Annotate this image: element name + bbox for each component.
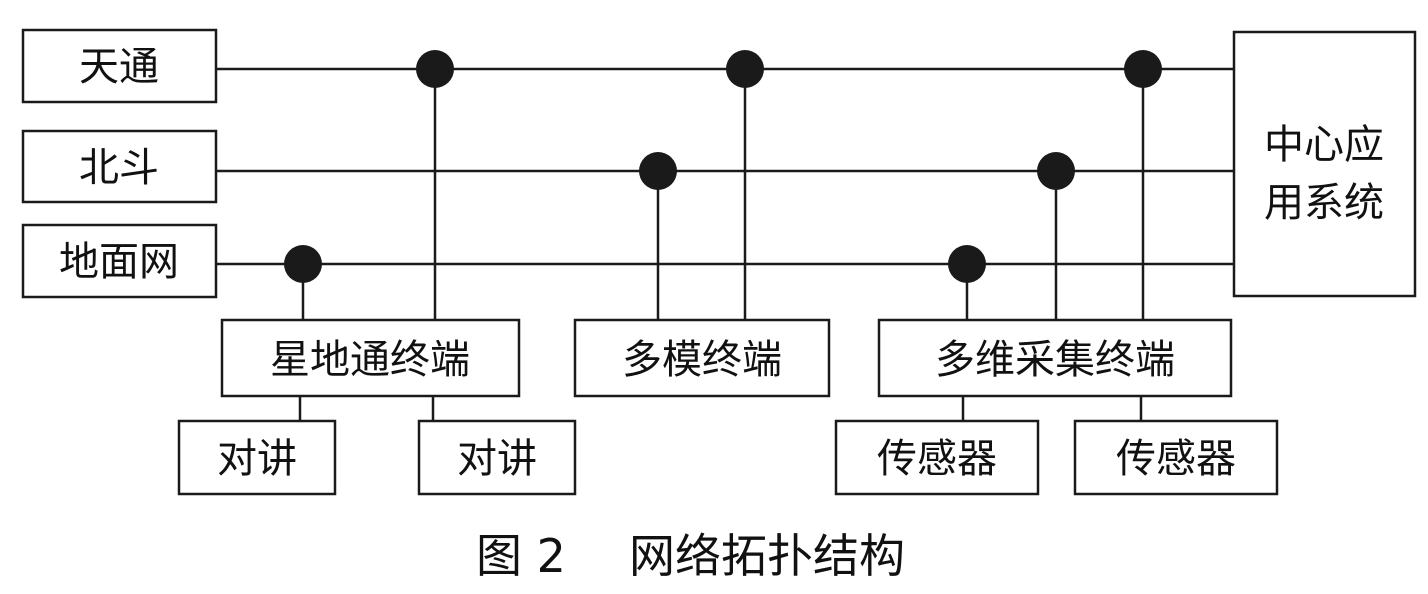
terminal-label: 多模终端 — [622, 337, 782, 383]
terminal-label: 多维采集终端 — [935, 337, 1175, 383]
junction-dot — [1124, 50, 1162, 88]
figure-number: 图 2 — [476, 529, 566, 583]
device-box-sensor-1: 传感器 — [834, 419, 1040, 496]
center-label-line2: 用系统 — [1264, 180, 1384, 226]
network-box-ground: 地面网 — [21, 223, 218, 299]
device-box-intercom-2: 对讲 — [417, 419, 577, 496]
network-label: 地面网 — [59, 239, 179, 285]
device-box-intercom-1: 对讲 — [177, 419, 337, 496]
terminal-label: 星地通终端 — [270, 337, 470, 383]
junction-dot — [284, 245, 322, 283]
device-label: 传感器 — [877, 436, 997, 482]
terminal-box-multimode: 多模终端 — [573, 318, 831, 398]
figure-title: 网络拓扑结构 — [629, 529, 905, 583]
junction-dot — [639, 152, 677, 190]
device-label: 传感器 — [1116, 436, 1236, 482]
junction-dot — [948, 245, 986, 283]
device-label: 对讲 — [217, 436, 297, 482]
device-box-sensor-2: 传感器 — [1073, 419, 1279, 496]
terminal-box-multidim: 多维采集终端 — [877, 318, 1233, 398]
center-label-line1: 中心应 — [1264, 122, 1384, 168]
junction-dot — [726, 50, 764, 88]
center-application-box: 中心应 用系统 — [1232, 30, 1417, 298]
device-label: 对讲 — [457, 436, 537, 482]
network-label: 北斗 — [79, 145, 159, 191]
network-box-tiantong: 天通 — [21, 28, 218, 104]
network-box-beidou: 北斗 — [21, 129, 218, 204]
network-label: 天通 — [79, 44, 159, 90]
junction-dot — [1037, 152, 1075, 190]
terminal-box-star-ground: 星地通终端 — [220, 318, 521, 398]
junction-dot — [416, 50, 454, 88]
